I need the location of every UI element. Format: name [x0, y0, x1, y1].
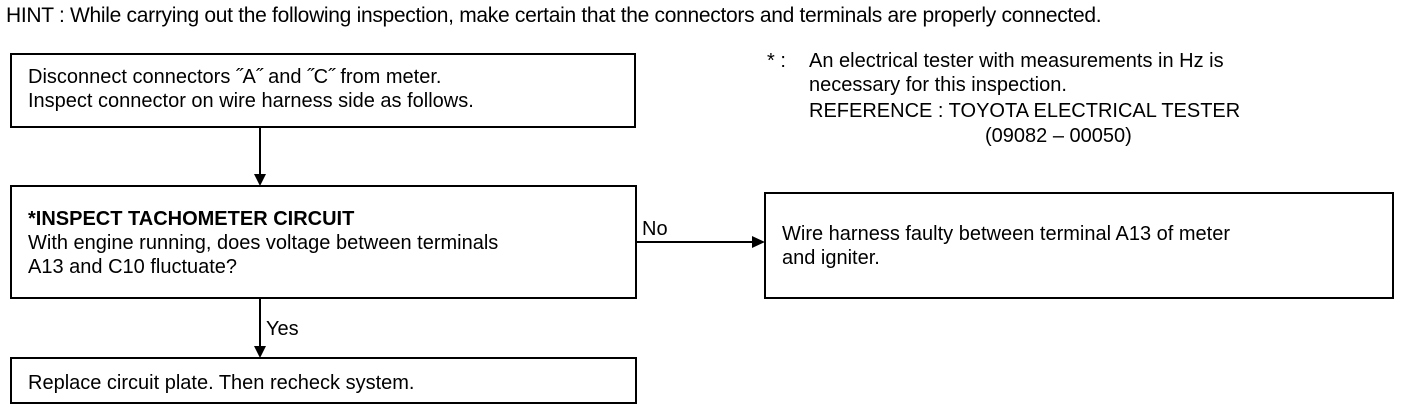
- replace-line-1: Replace circuit plate. Then recheck syst…: [28, 372, 415, 394]
- inspect-tachometer-box: *INSPECT TACHOMETER CIRCUIT With engine …: [10, 185, 637, 299]
- disconnect-line-1: Disconnect connectors ˝A˝ and ˝C˝ from m…: [28, 66, 442, 88]
- note-marker: * :: [767, 50, 786, 72]
- replace-circuit-plate-box: Replace circuit plate. Then recheck syst…: [10, 357, 637, 404]
- note-line-1: An electrical tester with measurements i…: [809, 50, 1224, 72]
- no-label: No: [642, 218, 668, 240]
- inspect-title: *INSPECT TACHOMETER CIRCUIT: [28, 208, 355, 230]
- faulty-line-2: and igniter.: [782, 247, 880, 269]
- disconnect-connectors-box: Disconnect connectors ˝A˝ and ˝C˝ from m…: [10, 53, 636, 128]
- faulty-line-1: Wire harness faulty between terminal A13…: [782, 223, 1230, 245]
- reference-line: REFERENCE : TOYOTA ELECTRICAL TESTER: [809, 100, 1241, 122]
- note-line-2: necessary for this inspection.: [809, 74, 1067, 96]
- arrowhead-right-icon: [752, 236, 765, 248]
- inspect-line-1: With engine running, does voltage betwee…: [28, 232, 499, 254]
- disconnect-line-2: Inspect connector on wire harness side a…: [28, 90, 474, 112]
- inspect-line-2: A13 and C10 fluctuate?: [28, 256, 238, 278]
- yes-label: Yes: [266, 318, 299, 340]
- arrowhead-down-icon: [254, 174, 266, 186]
- wire-harness-faulty-box: Wire harness faulty between terminal A13…: [764, 192, 1394, 299]
- arrowhead-down-icon: [254, 346, 266, 358]
- reference-part-number: (09082 – 00050): [985, 125, 1132, 147]
- hint-text: HINT : While carrying out the following …: [6, 4, 1102, 27]
